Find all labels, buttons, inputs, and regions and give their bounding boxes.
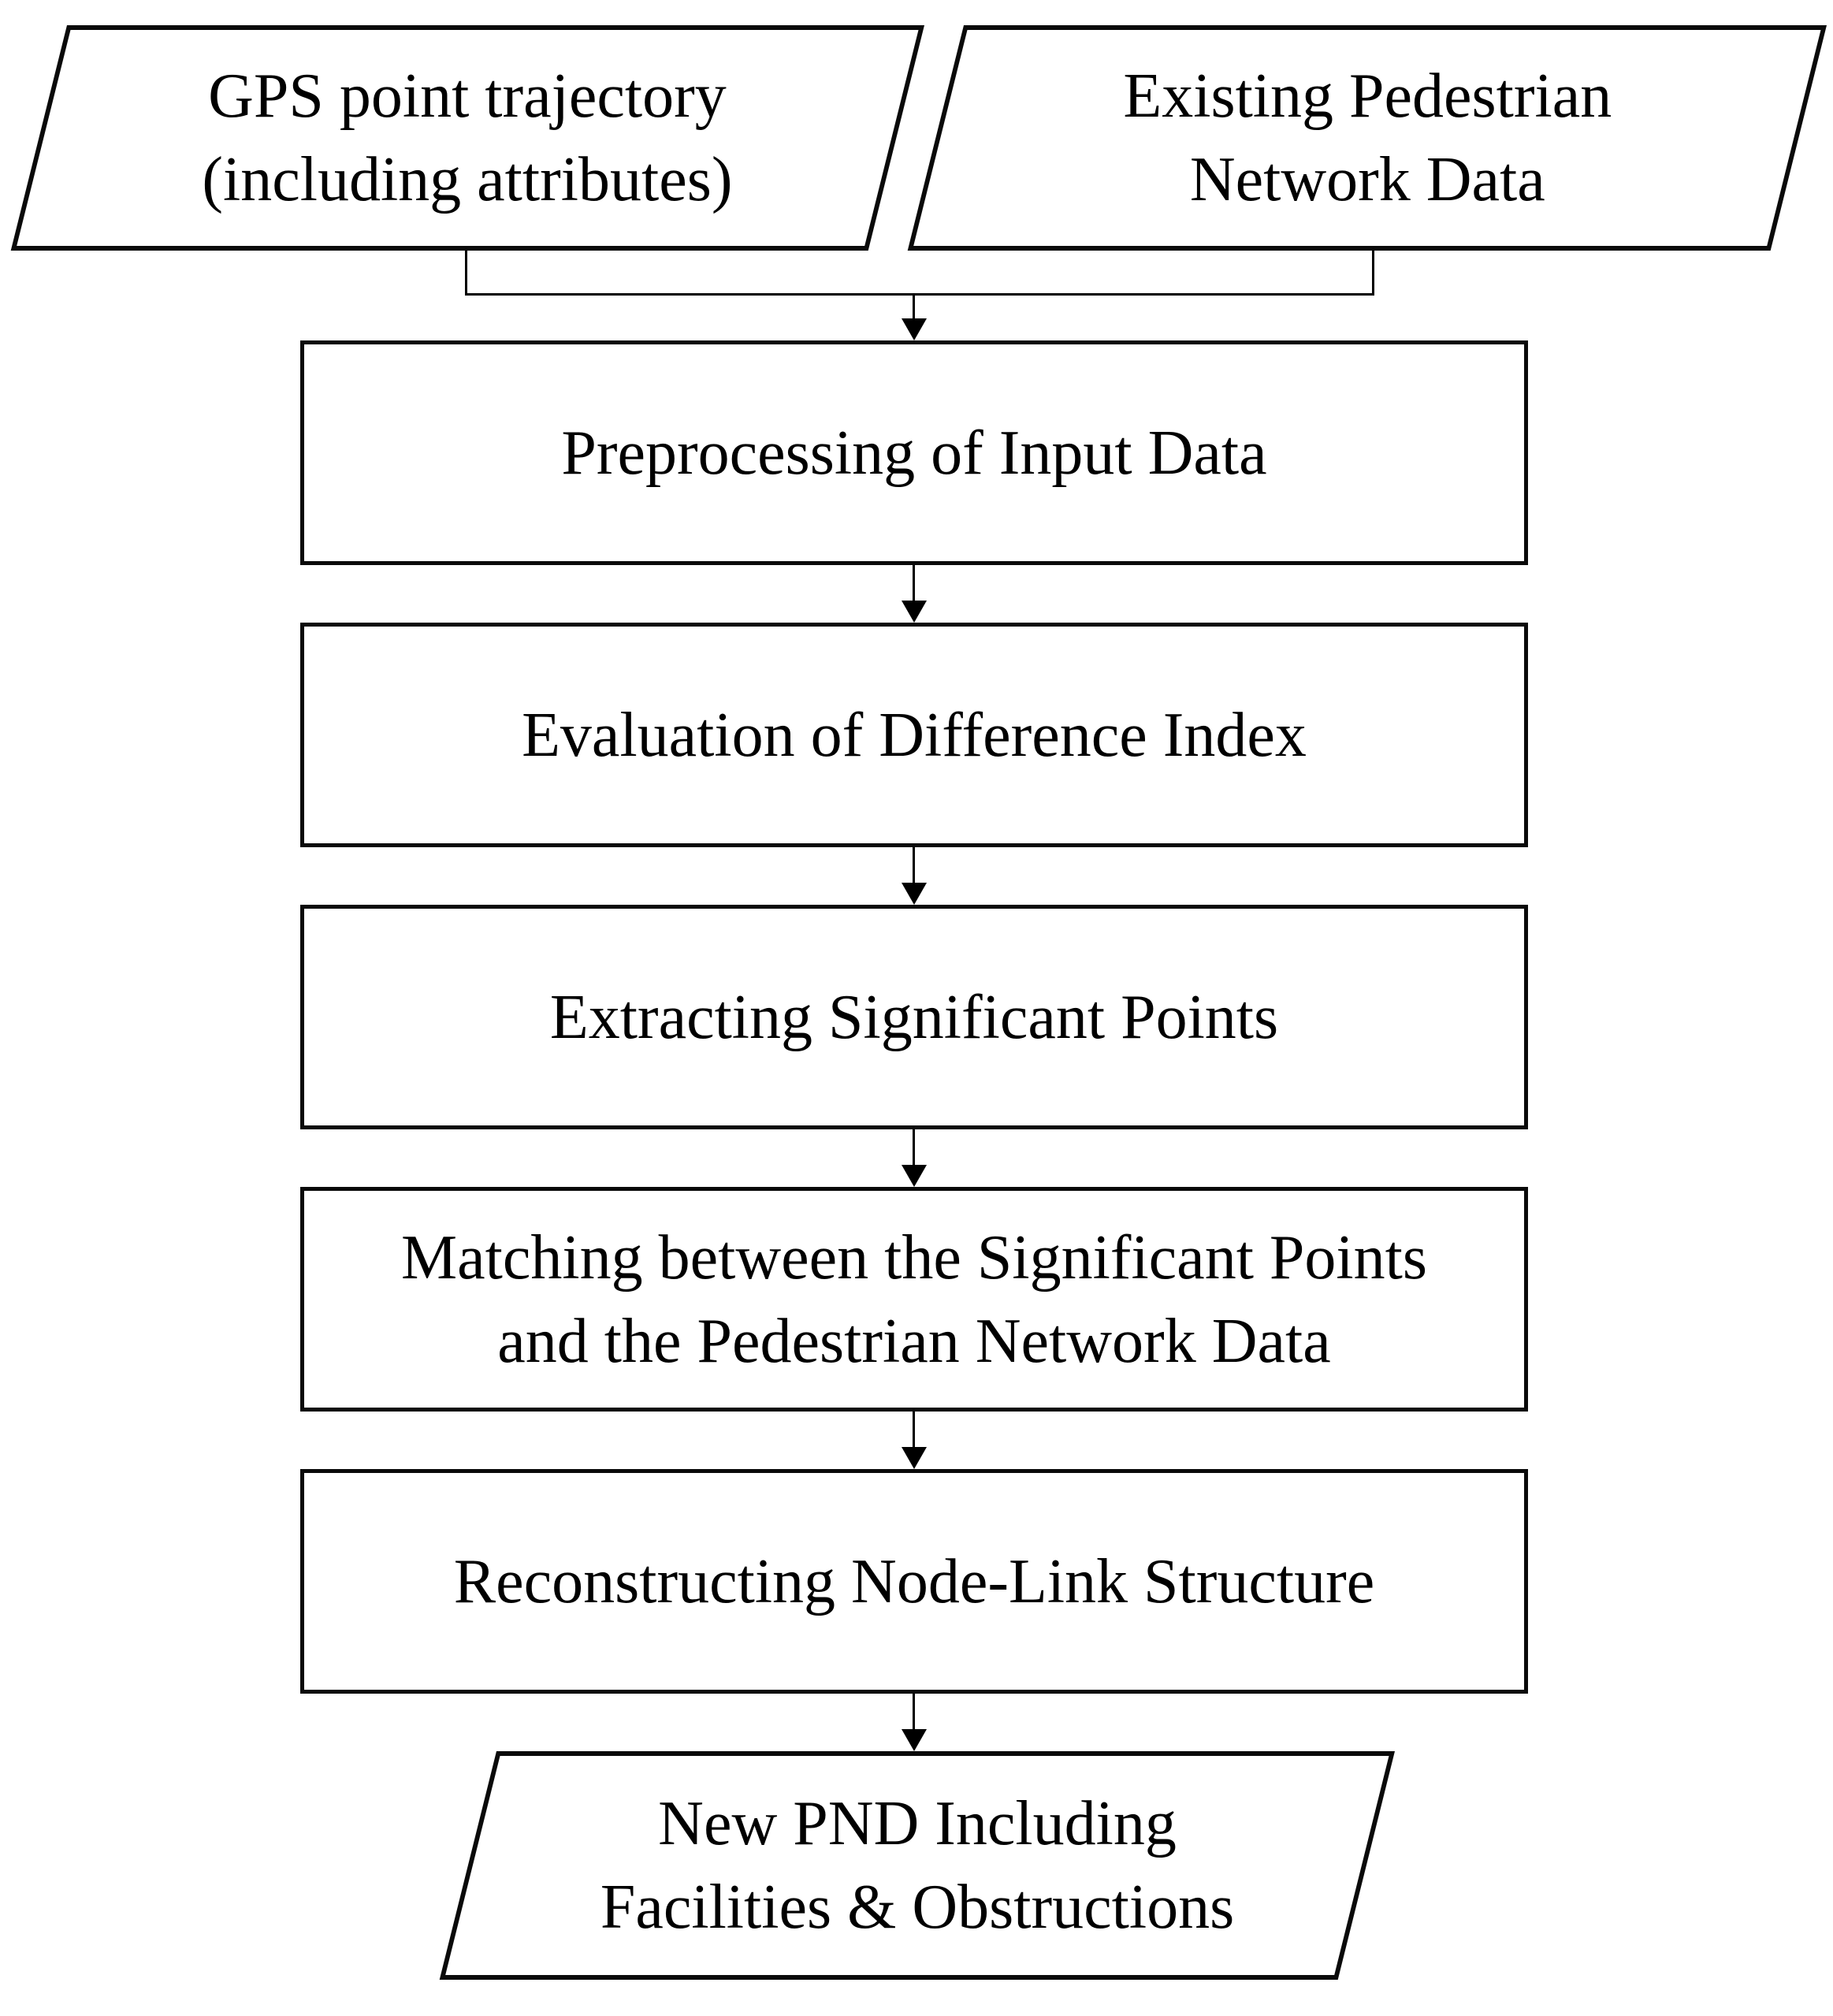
node-difference-index-label: Evaluation of Difference Index: [522, 700, 1307, 770]
connector-line-2: [913, 847, 915, 884]
arrow-down-icon: [902, 1729, 927, 1751]
node-matching-label: Matching between the Significant Points …: [401, 1222, 1427, 1376]
connector-pnd-drop-line: [1372, 251, 1374, 296]
connector-gps-drop-line: [465, 251, 467, 296]
node-new-pnd-label: New PND Including Facilities & Obstructi…: [600, 1789, 1235, 1942]
connector-merge-arrow-line: [913, 293, 915, 320]
connector-line-5: [913, 1694, 915, 1731]
node-gps-trajectory: GPS point trajectory (including attribut…: [10, 25, 925, 251]
node-new-pnd: New PND Including Facilities & Obstructi…: [439, 1751, 1396, 1980]
node-preprocessing: Preprocessing of Input Data: [300, 340, 1528, 565]
node-gps-trajectory-label: GPS point trajectory (including attribut…: [202, 61, 733, 214]
node-existing-pnd: Existing Pedestrian Network Data: [907, 25, 1827, 251]
connector-merge-line: [465, 293, 1374, 296]
node-significant-points: Extracting Significant Points: [300, 905, 1528, 1129]
arrow-down-icon: [902, 1165, 927, 1187]
node-node-link-label: Reconstructing Node-Link Structure: [453, 1546, 1375, 1616]
connector-line-1: [913, 565, 915, 602]
node-node-link: Reconstructing Node-Link Structure: [300, 1469, 1528, 1694]
arrow-down-icon: [902, 1447, 927, 1469]
node-matching: Matching between the Significant Points …: [300, 1187, 1528, 1412]
arrow-down-icon: [902, 318, 927, 340]
arrow-down-icon: [902, 601, 927, 623]
arrow-down-icon: [902, 883, 927, 905]
connector-line-3: [913, 1129, 915, 1166]
connector-line-4: [913, 1412, 915, 1449]
node-existing-pnd-label: Existing Pedestrian Network Data: [1122, 61, 1612, 214]
node-significant-points-label: Extracting Significant Points: [549, 982, 1279, 1052]
node-difference-index: Evaluation of Difference Index: [300, 623, 1528, 847]
node-preprocessing-label: Preprocessing of Input Data: [561, 418, 1267, 488]
